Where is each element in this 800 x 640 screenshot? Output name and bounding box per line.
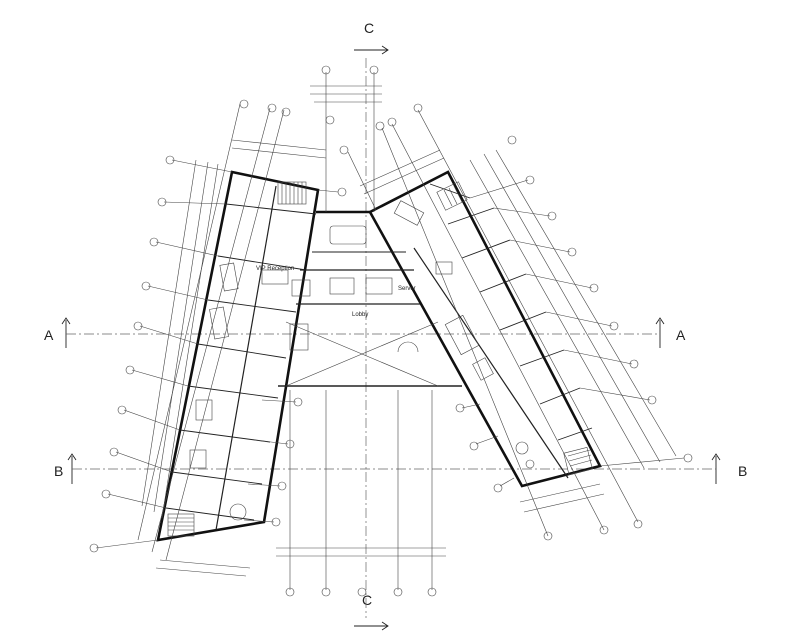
section-marker-b-right: B xyxy=(711,453,747,484)
left-wing xyxy=(156,170,320,542)
stairs-left-bottom xyxy=(167,513,195,537)
section-marker-c-top: C xyxy=(354,20,389,55)
section-letter-a-right: A xyxy=(676,327,686,343)
section-letter-c-top: C xyxy=(364,20,374,36)
bottom-grid-axes xyxy=(276,390,446,597)
top-grid-axes xyxy=(310,65,382,212)
stairs-left-top xyxy=(277,181,307,205)
room-label-vip-reception: VIP Reception xyxy=(256,266,294,272)
room-label-lobby: Lobby xyxy=(352,312,368,318)
room-label-server: Server xyxy=(398,286,416,292)
center-block xyxy=(278,210,462,387)
section-marker-b-left: B xyxy=(54,453,77,484)
section-marker-a-right: A xyxy=(655,317,686,348)
section-marker-a-left: A xyxy=(44,317,71,348)
left-wing-axes xyxy=(89,99,347,577)
section-marker-c-bottom: C xyxy=(354,592,389,631)
section-letter-b-left: B xyxy=(54,463,63,479)
right-wing-axes xyxy=(339,103,693,541)
section-letter-a-left: A xyxy=(44,327,54,343)
callout-leaders xyxy=(243,397,515,527)
section-letter-c-bottom: C xyxy=(362,592,372,608)
section-letter-b-right: B xyxy=(738,463,747,479)
stairs-right-top xyxy=(436,181,468,211)
stairs-right-bottom xyxy=(563,447,593,475)
